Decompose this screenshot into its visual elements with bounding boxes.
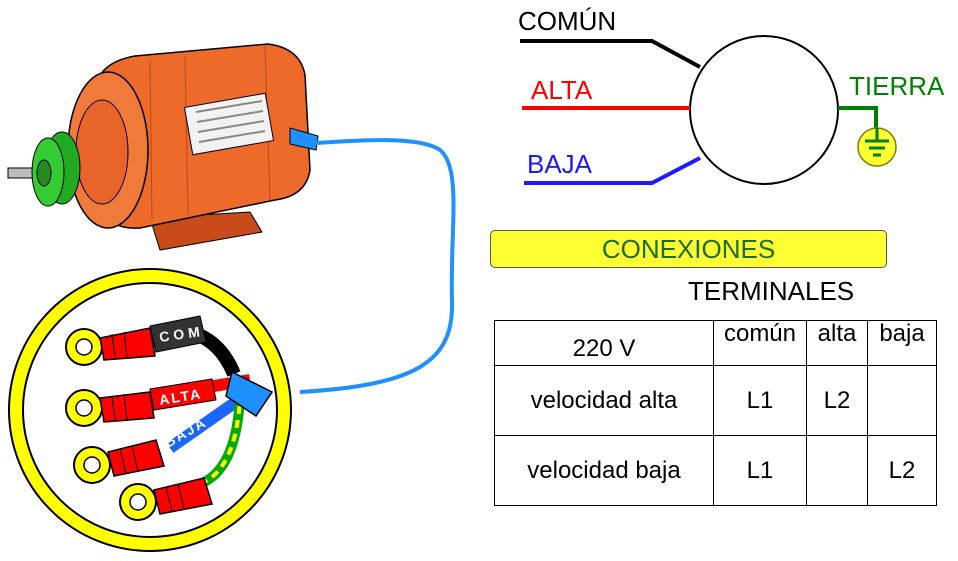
motor-cable — [299, 138, 456, 394]
schematic — [520, 35, 897, 185]
low-wire-label: BAJA — [527, 149, 593, 179]
header-voltage: 220 V — [494, 320, 714, 366]
ring-terminal-ground — [119, 477, 213, 521]
connections-banner: CONEXIONES — [490, 230, 887, 268]
table-row: velocidad baja L1 L2 — [494, 435, 937, 506]
cell-low-high — [806, 435, 868, 506]
ring-terminal-common — [65, 315, 207, 366]
cell-low-low: L2 — [867, 435, 937, 506]
table-header-row: 220 V común alta baja — [494, 320, 937, 366]
connections-table: 220 V común alta baja velocidad alta L1 … — [494, 320, 937, 506]
terminal-label-high: ALTA — [158, 385, 203, 408]
header-common: común — [713, 320, 807, 366]
cell-high-high: L2 — [806, 365, 868, 436]
table-row: velocidad alta L1 L2 — [494, 365, 937, 436]
cell-low-common: L1 — [713, 435, 807, 506]
terminal-label-common: COM — [158, 323, 204, 345]
header-high: alta — [806, 320, 868, 366]
low-wire — [524, 156, 701, 185]
row-label-high-speed: velocidad alta — [494, 365, 714, 436]
ground-wire-label: TIERRA — [849, 71, 945, 101]
nameplate — [183, 92, 275, 156]
ring-terminal-low — [73, 439, 165, 484]
ground-wire — [838, 106, 878, 130]
common-wire-label: COMÚN — [518, 6, 617, 36]
connector-detail: COM ALTA BAJA — [8, 268, 292, 552]
cell-high-common: L1 — [713, 365, 807, 436]
header-low: baja — [867, 320, 937, 366]
ground-icon — [857, 127, 897, 167]
terminals-title: TERMINALES — [688, 276, 855, 306]
motor-illustration — [7, 43, 319, 251]
high-wire-label: ALTA — [531, 75, 593, 105]
cell-high-low — [867, 365, 937, 436]
pulley — [31, 131, 81, 207]
row-label-low-speed: velocidad baja — [494, 435, 714, 506]
ring-terminal-high — [65, 378, 217, 427]
common-wire — [520, 39, 701, 69]
